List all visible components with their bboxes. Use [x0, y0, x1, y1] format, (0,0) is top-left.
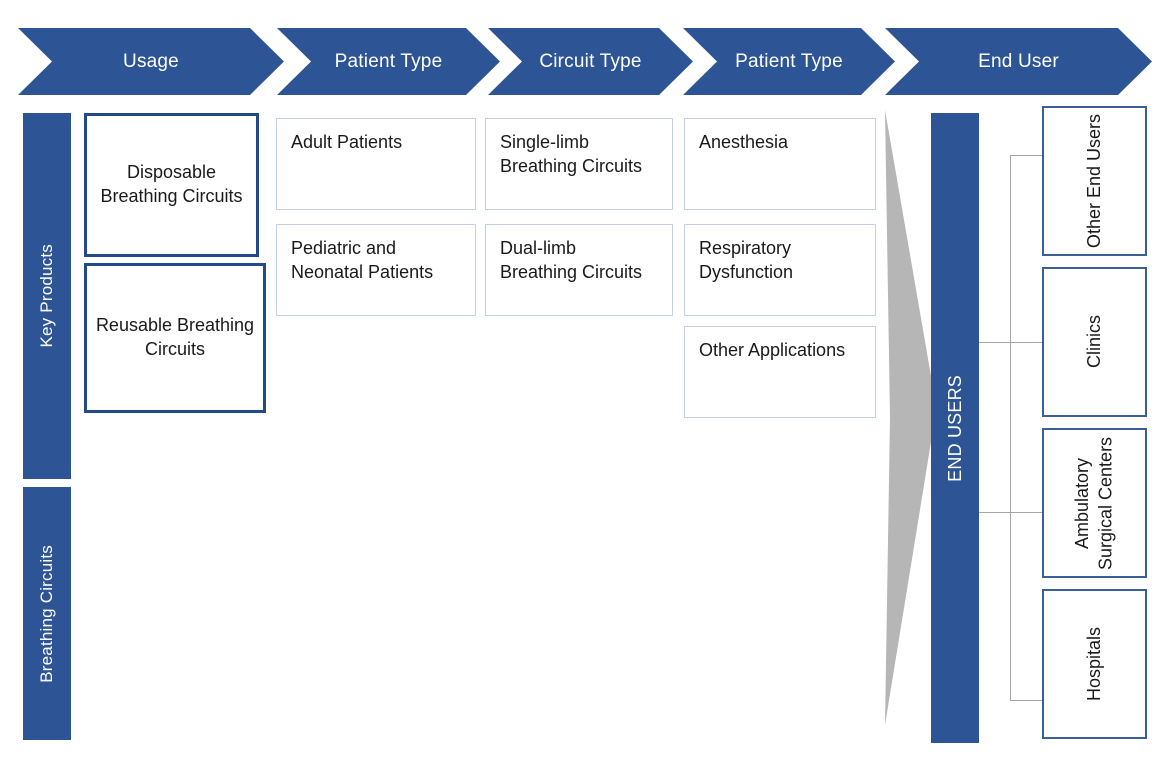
stage-chevron-usage[interactable]: Usage [18, 28, 284, 95]
sidebar-bar-label: Key Products [37, 244, 56, 348]
usage-box-label: Reusable Breathing Circuits [95, 315, 255, 359]
stage-chevron-end-user[interactable]: End User [885, 28, 1152, 95]
end-user-box-ambulatory-surgical-centers[interactable]: Ambulatory Surgical Centers [1042, 428, 1147, 578]
usage-box-label: Disposable Breathing Circuits [100, 162, 243, 206]
funnel-arrow-icon [885, 110, 935, 725]
sidebar-bar-label: Breathing Circuits [37, 544, 56, 683]
stage-chevron-label: Patient Type [334, 50, 443, 72]
application-box-anesthesia[interactable]: Anesthesia [684, 118, 876, 210]
application-box-label: Anesthesia [699, 132, 789, 152]
end-user-box-label: Hospitals [1083, 626, 1104, 702]
stage-chevron-circuit-type[interactable]: Circuit Type [488, 28, 693, 95]
end-user-box-hospitals[interactable]: Hospitals [1042, 589, 1147, 739]
end-users-bar-label: END USERS [944, 374, 965, 482]
end-user-box-label: Clinics [1083, 315, 1104, 369]
stage-chevron-label: Patient Type [735, 50, 843, 72]
end-user-box-label: Other End Users [1083, 113, 1104, 249]
end-user-box-clinics[interactable]: Clinics [1042, 267, 1147, 417]
circuit-type-box-label: Single-limb Breathing Circuits [500, 132, 643, 176]
end-users-bar: END USERS [931, 113, 979, 743]
stage-chevron-label: Usage [123, 50, 179, 72]
usage-box-disposable[interactable]: Disposable Breathing Circuits [84, 113, 259, 257]
connector-branch-ambulatory [979, 512, 1045, 513]
stage-chevron-patient-type-1[interactable]: Patient Type [277, 28, 500, 95]
usage-box-reusable[interactable]: Reusable Breathing Circuits [84, 263, 266, 413]
patient-type-box-pediatric[interactable]: Pediatric and Neonatal Patients [276, 224, 476, 316]
stage-chevron-label: Circuit Type [539, 50, 642, 72]
circuit-type-box-single-limb[interactable]: Single-limb Breathing Circuits [485, 118, 673, 210]
stage-chevron-patient-type-2[interactable]: Patient Type [683, 28, 895, 95]
patient-type-box-adult[interactable]: Adult Patients [276, 118, 476, 210]
application-box-other-applications[interactable]: Other Applications [684, 326, 876, 418]
application-box-label: Respiratory Dysfunction [699, 238, 794, 282]
connector-trunk-line [1010, 155, 1011, 700]
connector-branch-hospitals [1010, 700, 1045, 701]
application-box-label: Other Applications [699, 340, 846, 360]
end-user-box-other-end-users[interactable]: Other End Users [1042, 106, 1147, 256]
circuit-type-box-label: Dual-limb Breathing Circuits [500, 238, 643, 282]
connector-branch-clinics [979, 342, 1045, 343]
sidebar-bar-key-products: Key Products [23, 113, 71, 479]
circuit-type-box-dual-limb[interactable]: Dual-limb Breathing Circuits [485, 224, 673, 316]
stage-chevron-label: End User [978, 50, 1059, 72]
sidebar-bar-breathing-circuits: Breathing Circuits [23, 487, 71, 740]
patient-type-box-label: Pediatric and Neonatal Patients [291, 238, 434, 282]
end-user-box-label: Ambulatory Surgical Centers [1072, 436, 1116, 570]
patient-type-box-label: Adult Patients [291, 132, 403, 152]
application-box-respiratory-dysfunction[interactable]: Respiratory Dysfunction [684, 224, 876, 316]
connector-branch-other-end-users [1010, 155, 1045, 156]
